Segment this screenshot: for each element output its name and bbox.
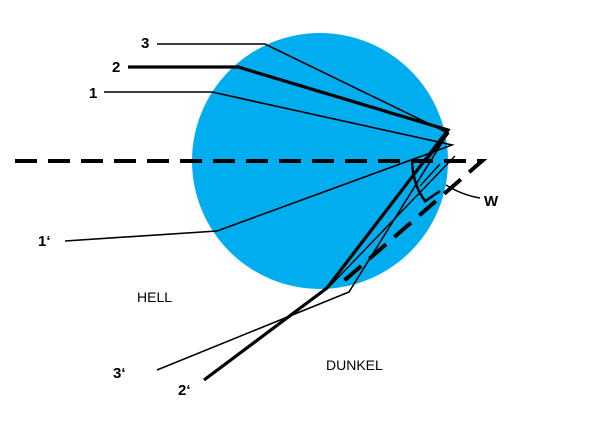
- angle-leader-line: [445, 184, 481, 199]
- ray-3-label: 3: [141, 35, 149, 52]
- angle-label: W: [484, 193, 499, 210]
- inner-ray-line-b: [419, 163, 441, 187]
- angle-arc: [410, 162, 427, 203]
- ray-1-out-label: 1‘: [38, 233, 51, 250]
- ray-2-out-label: 2‘: [178, 382, 191, 399]
- inner-ray-line-c: [426, 132, 450, 161]
- dark-region-label: DUNKEL: [326, 357, 383, 373]
- ray-3-out-label: 3‘: [113, 365, 126, 382]
- axis-dashed-line: [15, 159, 488, 288]
- ray-2-path: [128, 65, 451, 382]
- ray-1-path: [64, 91, 455, 242]
- angle-arc-tick: [423, 189, 441, 204]
- bright-region-label: HELL: [137, 289, 172, 305]
- ray-2-label: 2: [112, 59, 120, 76]
- ray-1-label: 1: [89, 85, 97, 102]
- inner-ray-line-a: [328, 155, 456, 288]
